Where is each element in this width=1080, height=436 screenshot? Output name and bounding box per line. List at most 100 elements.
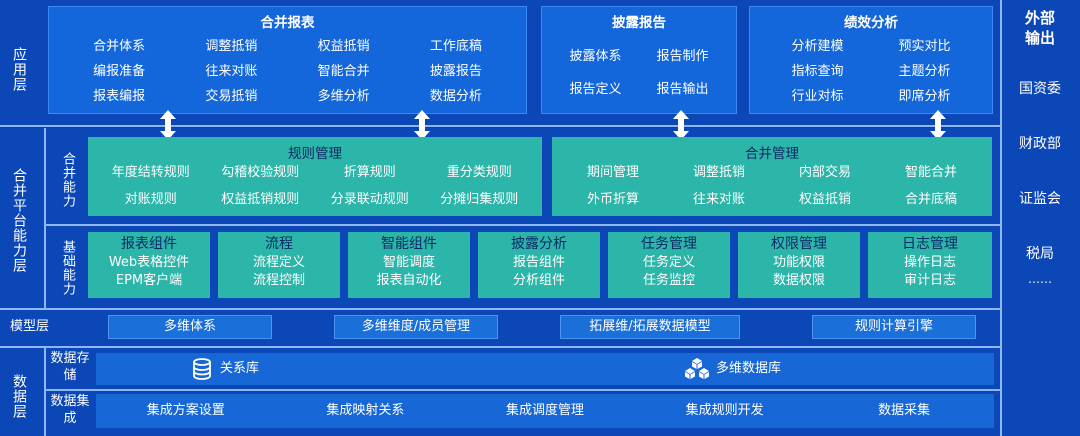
rule-item: 分录联动规则 [330, 192, 409, 207]
component-item: 流程定义 [252, 255, 305, 270]
divider-line [44, 389, 1000, 391]
consolidation-capability-label: 合并能力 [60, 152, 75, 208]
rule-management-box: 规则管理 年度结转规则 勾稽校验规则 折算规则 重分类规则 对账规则 权益抵销规… [88, 137, 542, 216]
external-item: 财政部 [1019, 136, 1061, 152]
divider-line [44, 224, 1000, 226]
divider-line [44, 348, 46, 436]
box-title: 规则管理 [288, 146, 342, 162]
component-item: 流程控制 [252, 273, 305, 288]
rule-item: 重分类规则 [446, 165, 512, 180]
app-item: 指标查询 [791, 64, 844, 79]
data-storage-label: 数据存储 [50, 351, 90, 383]
external-item: 税局 [1026, 246, 1054, 262]
component-report: 报表组件 Web表格控件 EPM客户端 [88, 232, 210, 298]
app-item: 往来对账 [205, 64, 258, 79]
app-item: 智能合并 [317, 64, 370, 79]
cubes-icon [685, 358, 709, 379]
component-item: 审计日志 [903, 273, 956, 288]
external-item: 证监会 [1019, 191, 1061, 207]
component-title: 报表组件 [121, 236, 177, 252]
app-item: 披露报告 [429, 64, 482, 79]
component-intelligent: 智能组件 智能调度 报表自动化 [348, 232, 470, 298]
component-disclosure-analysis: 披露分析 报告组件 分析组件 [478, 232, 600, 298]
rule-item: 对账规则 [124, 192, 177, 207]
component-item: 功能权限 [772, 255, 825, 270]
app-layer-label: 应用层 [11, 46, 27, 92]
consol-item: 合并底稿 [904, 192, 957, 207]
integration-items: 集成方案设置 集成映射关系 集成调度管理 集成规则开发 数据采集 [96, 394, 994, 428]
panel-title: 披露报告 [612, 15, 666, 31]
divider-line [44, 128, 46, 308]
app-item: 编报准备 [93, 64, 146, 79]
consol-item: 智能合并 [904, 165, 957, 180]
consol-item: 期间管理 [586, 165, 639, 180]
data-storage-row [96, 353, 994, 385]
integration-item: 数据采集 [878, 403, 931, 418]
component-item: 任务定义 [642, 255, 695, 270]
relational-db-label: 关系库 [220, 361, 260, 376]
component-item: Web表格控件 [108, 255, 190, 270]
app-item: 行业对标 [791, 89, 844, 104]
app-item: 主题分析 [898, 64, 951, 79]
panel-title: 绩效分析 [844, 15, 898, 31]
bidirectional-arrow-icon [160, 110, 176, 140]
bidirectional-arrow-icon [930, 110, 946, 140]
component-item: 智能调度 [382, 255, 435, 270]
base-capability-label: 基础能力 [60, 240, 75, 296]
app-item: 调整抵销 [205, 39, 258, 54]
rule-item: 折算规则 [343, 165, 396, 180]
app-item: 权益抵销 [317, 39, 370, 54]
platform-layer-label: 合并平台能力层 [11, 167, 27, 273]
component-title: 智能组件 [381, 236, 437, 252]
component-permission-management: 权限管理 功能权限 数据权限 [738, 232, 860, 298]
consol-item: 往来对账 [692, 192, 745, 207]
multidim-db-label: 多维数据库 [716, 361, 782, 376]
model-item: 拓展维/拓展数据模型 [560, 315, 740, 339]
external-item: 国资委 [1019, 81, 1061, 97]
component-item: 分析组件 [512, 273, 565, 288]
bidirectional-arrow-icon [414, 110, 430, 140]
data-integration-label: 数据集成 [50, 394, 90, 426]
external-title-line: 输出 [1024, 29, 1055, 47]
external-output-title: 外部 输出 [1000, 8, 1080, 48]
app-item: 合并体系 [93, 39, 146, 54]
consol-item: 内部交易 [798, 165, 851, 180]
divider-line [1000, 0, 1002, 436]
app-item: 披露体系 [569, 49, 622, 64]
panel-consolidated-report: 合并报表 合并体系 调整抵销 权益抵销 工作底稿 编报准备 往来对账 智能合并 … [48, 6, 527, 114]
external-item: …… [1028, 272, 1052, 286]
component-title: 任务管理 [641, 236, 697, 252]
component-title: 日志管理 [902, 236, 958, 252]
component-item: 报告组件 [512, 255, 565, 270]
data-layer-label: 数据层 [11, 373, 27, 419]
integration-item: 集成规则开发 [685, 403, 764, 418]
component-process: 流程 流程定义 流程控制 [218, 232, 340, 298]
rule-item: 分摊归集规则 [440, 192, 519, 207]
model-item: 规则计算引擎 [812, 315, 976, 339]
divider-line [0, 308, 1000, 310]
integration-item: 集成调度管理 [505, 403, 584, 418]
data-integration-row [96, 394, 994, 428]
panel-title: 合并报表 [260, 15, 315, 31]
model-item: 多维体系 [108, 315, 272, 339]
component-item: 数据权限 [772, 273, 825, 288]
component-title: 权限管理 [771, 236, 827, 252]
external-title-line: 外部 [1024, 9, 1055, 27]
app-item: 预实对比 [898, 39, 951, 54]
consol-item: 外币折算 [586, 192, 639, 207]
rule-item: 勾稽校验规则 [221, 165, 300, 180]
app-item: 工作底稿 [429, 39, 482, 54]
model-item: 多维维度/成员管理 [334, 315, 498, 339]
integration-item: 集成映射关系 [326, 403, 405, 418]
panel-disclosure-report: 披露报告 披露体系 报告制作 报告定义 报告输出 [541, 6, 737, 114]
app-item: 分析建模 [791, 39, 844, 54]
integration-item: 集成方案设置 [146, 403, 225, 418]
box-title: 合并管理 [745, 146, 799, 162]
component-item: 任务监控 [642, 273, 695, 288]
app-item: 报告制作 [656, 49, 709, 64]
component-title: 披露分析 [511, 236, 567, 252]
component-item: EPM客户端 [115, 273, 183, 288]
rule-item: 年度结转规则 [111, 165, 190, 180]
app-item: 报表编报 [93, 89, 146, 104]
app-item: 交易抵销 [205, 89, 258, 104]
